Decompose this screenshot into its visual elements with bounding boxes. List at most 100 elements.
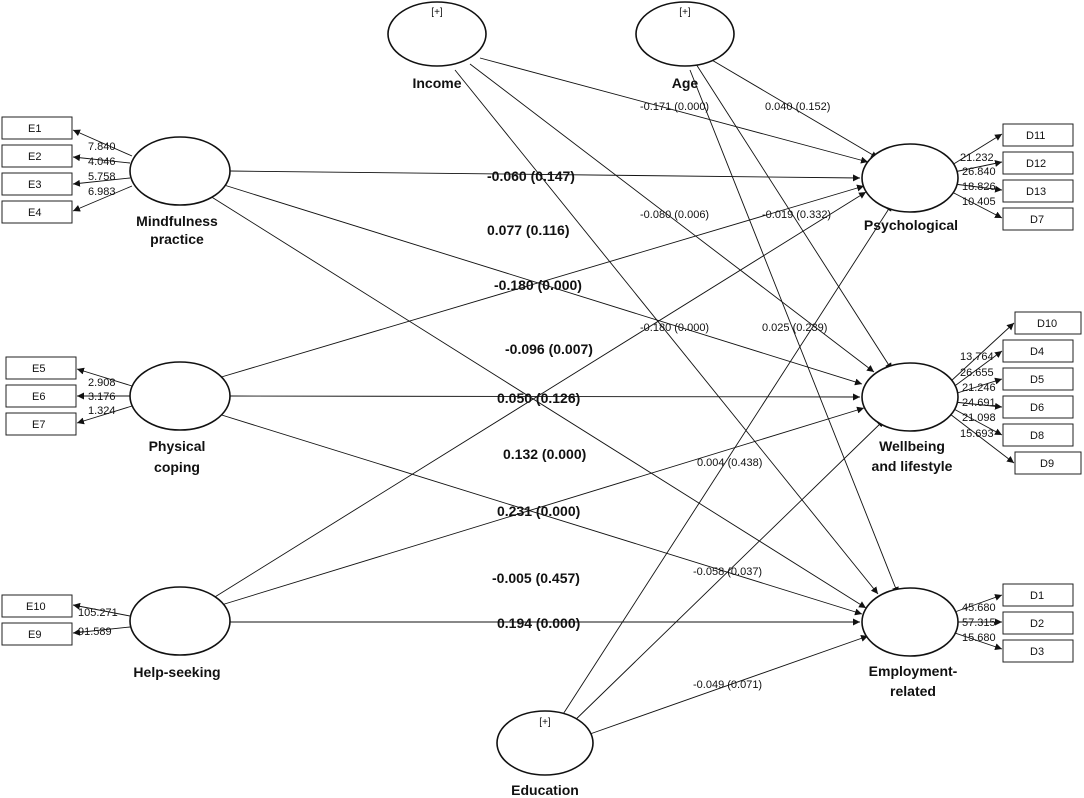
path-education-psychological <box>557 203 893 723</box>
loading-d13: 18.826 <box>962 181 996 193</box>
path-income-employment <box>454 69 879 595</box>
coef-income-employment: -0.180 (0.000) <box>640 322 709 334</box>
loading-e5: 2.908 <box>88 377 116 389</box>
loading-e9: 91.589 <box>78 626 112 638</box>
indicator-e1: E1 <box>1 116 73 140</box>
loading-d5: 21.246 <box>962 382 996 394</box>
loading-d1: 45.680 <box>962 602 996 614</box>
svg-text:E1: E1 <box>28 123 41 135</box>
collapsed-marker-income: [+] <box>431 7 443 18</box>
coef-helpseeking-wellbeing: 0.231 (0.000) <box>497 503 580 519</box>
loading-d12: 26.840 <box>962 166 996 178</box>
indicator-d13: D13 <box>1002 179 1074 203</box>
loading-arrow-d12 <box>953 160 1003 173</box>
loading-d3: 15.680 <box>962 632 996 644</box>
loading-arrow-e10 <box>72 602 131 617</box>
construct-label-income: Income <box>412 75 461 91</box>
construct-label-wellbeing-2: and lifestyle <box>872 458 953 474</box>
coef-education-employment: -0.049 (0.071) <box>693 679 762 691</box>
indicator-d8: D8 <box>1002 423 1074 447</box>
loading-arrow-e2 <box>72 154 131 164</box>
svg-text:E10: E10 <box>26 601 46 613</box>
loading-e2: 4.046 <box>88 156 116 168</box>
svg-text:E9: E9 <box>28 629 41 641</box>
path-age-psychological <box>704 55 879 159</box>
collapsed-marker-age: [+] <box>679 7 691 18</box>
indicator-e7: E7 <box>5 412 77 436</box>
coef-physical-psychological: 0.077 (0.116) <box>487 222 570 238</box>
coef-age-psychological: 0.040 (0.152) <box>765 101 830 113</box>
indicator-d11: D11 <box>1002 123 1074 147</box>
loading-d7: 10.405 <box>962 196 996 208</box>
loading-arrow-e3 <box>72 177 131 187</box>
construct-psychological: Psychological <box>861 143 959 233</box>
svg-text:E7: E7 <box>32 419 45 431</box>
coef-income-wellbeing: -0.080 (0.006) <box>640 209 709 221</box>
construct-label-mindfulness-2: practice <box>150 231 204 247</box>
construct-label-employment-2: related <box>890 683 936 699</box>
loading-e7: 1.324 <box>88 405 116 417</box>
loading-d6: 24.691 <box>962 397 996 409</box>
path-labels-layer: -0.060 (0.147) 0.077 (0.116) -0.180 (0.0… <box>487 101 831 691</box>
construct-income: [+] Income <box>387 1 487 91</box>
loading-arrow-e4 <box>72 185 133 212</box>
indicator-d12: D12 <box>1002 151 1074 175</box>
coef-age-wellbeing: -0.019 (0.332) <box>762 209 831 221</box>
loading-arrow-e1 <box>72 129 133 157</box>
collapsed-marker-education: [+] <box>539 717 551 728</box>
loading-e4: 6.983 <box>88 186 116 198</box>
indicator-e6: E6 <box>5 384 77 408</box>
loading-arrow-d10 <box>949 322 1015 383</box>
svg-text:E6: E6 <box>32 391 45 403</box>
indicator-d1: D1 <box>1002 583 1074 607</box>
svg-text:D9: D9 <box>1040 458 1054 470</box>
edges-layer <box>72 55 1015 735</box>
construct-label-psychological: Psychological <box>864 217 958 233</box>
path-physical-employment <box>211 411 863 616</box>
indicator-d5: D5 <box>1002 367 1074 391</box>
svg-text:D12: D12 <box>1026 158 1046 170</box>
loading-d11: 21.232 <box>960 152 994 164</box>
svg-text:E4: E4 <box>28 207 41 219</box>
construct-label-employment-1: Employment- <box>869 663 958 679</box>
loading-arrow-d1 <box>951 594 1003 614</box>
construct-help-seeking: Help-seeking <box>129 586 231 680</box>
path-age-employment <box>689 69 899 595</box>
loading-arrow-d11 <box>951 133 1003 166</box>
construct-wellbeing-lifestyle: Wellbeing and lifestyle <box>861 362 959 474</box>
indicators-layer: E1 E2 E3 E4 E5 E6 E7 E10 E9 D11 D12 D13 … <box>1 116 1082 663</box>
indicator-e5: E5 <box>5 356 77 380</box>
path-helpseeking-wellbeing <box>217 406 865 607</box>
coef-mindfulness-employment: -0.096 (0.007) <box>505 341 593 357</box>
construct-physical-coping: Physical coping <box>129 361 231 475</box>
indicator-d7: D7 <box>1002 207 1074 231</box>
svg-text:D4: D4 <box>1030 346 1044 358</box>
svg-text:D11: D11 <box>1026 130 1045 142</box>
loading-arrow-e9 <box>72 626 131 636</box>
loading-d4: 26.655 <box>960 367 994 379</box>
construct-label-age: Age <box>672 75 699 91</box>
path-mindfulness-psychological <box>229 170 861 182</box>
coef-income-psychological: -0.171 (0.000) <box>640 101 709 113</box>
path-helpseeking-psychological <box>209 191 867 601</box>
path-education-wellbeing <box>567 419 885 728</box>
construct-employment-related: Employment- related <box>861 587 959 699</box>
svg-text:E2: E2 <box>28 151 41 163</box>
construct-mindfulness-practice: Mindfulness practice <box>129 136 231 247</box>
construct-label-mindfulness-1: Mindfulness <box>136 213 218 229</box>
loading-arrow-d8 <box>951 407 1003 436</box>
construct-age: [+] Age <box>635 1 735 91</box>
indicator-d6: D6 <box>1002 395 1074 419</box>
loading-arrow-d9 <box>949 413 1015 464</box>
loading-arrow-d3 <box>951 631 1003 651</box>
svg-text:D1: D1 <box>1030 590 1044 602</box>
path-income-psychological <box>479 57 869 164</box>
coef-mindfulness-psychological: -0.060 (0.147) <box>487 168 575 184</box>
path-mindfulness-wellbeing <box>223 184 863 386</box>
indicator-d9: D9 <box>1014 451 1082 475</box>
loading-d8: 21.098 <box>962 412 996 424</box>
indicator-e2: E2 <box>1 144 73 168</box>
construct-label-wellbeing-1: Wellbeing <box>879 438 945 454</box>
loading-arrow-d7 <box>951 191 1003 219</box>
